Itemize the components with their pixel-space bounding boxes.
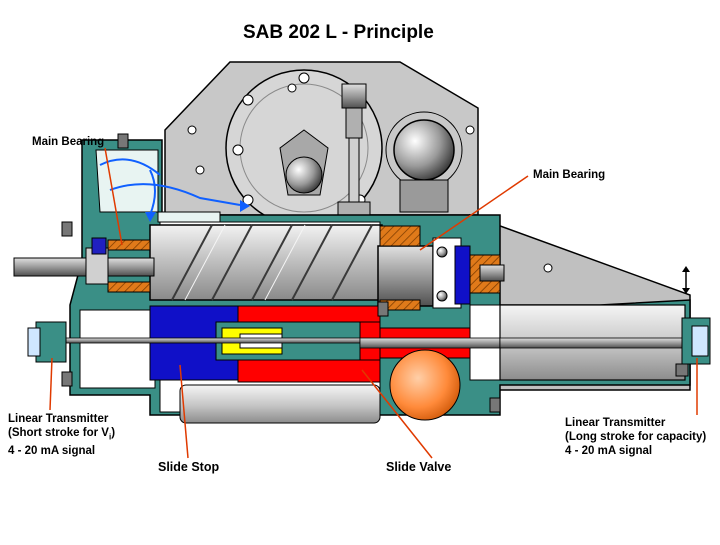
leader-lt-left	[49, 357, 53, 411]
leader-main-bearing-right	[419, 175, 529, 251]
flange-bolts	[61, 133, 689, 413]
screw-rotor	[149, 224, 383, 301]
lt-left-line2: (Short stroke for Vi)	[8, 427, 116, 442]
right-bearing	[377, 225, 505, 311]
label-main-bearing-right: Main Bearing	[533, 169, 606, 181]
rear-housing	[164, 61, 479, 227]
page-title: SAB 202 L - Principle	[243, 22, 434, 43]
lt-right-line2: (Long stroke for capacity)	[565, 431, 707, 443]
label-linear-transmitter-left: Linear Transmitter (Short stroke for Vi)…	[8, 412, 115, 458]
label-main-bearing-left: Main Bearing	[32, 136, 105, 148]
leader-lines	[49, 147, 698, 459]
right-transmitter-cap	[681, 266, 711, 365]
orange-ball	[389, 349, 461, 421]
left-rod	[59, 337, 361, 344]
label-linear-transmitter-right: Linear Transmitter (Long stroke for capa…	[565, 416, 706, 458]
label-slide-stop: Slide Stop	[158, 460, 220, 474]
lt-left-line3: 4 - 20 mA signal	[8, 445, 96, 458]
leader-main-bearing-left	[104, 147, 123, 246]
leader-slide-valve	[361, 369, 433, 459]
drive-shaft	[13, 257, 155, 277]
lt-right-line1: Linear Transmitter	[565, 417, 666, 429]
left-transmitter-cap	[27, 321, 67, 363]
leader-slide-stop	[179, 364, 189, 459]
bottom-cylinder	[179, 384, 381, 424]
label-slide-valve: Slide Valve	[386, 460, 452, 474]
lt-left-line1: Linear Transmitter	[8, 413, 109, 425]
left-bearing	[91, 237, 151, 293]
lt-right-line3: 4 - 20 mA signal	[565, 445, 653, 457]
